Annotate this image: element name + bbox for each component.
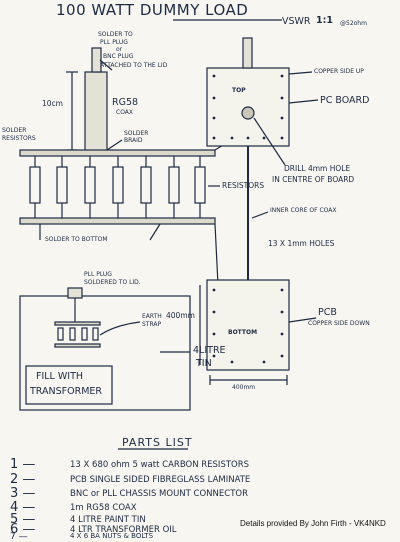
vswr-label: VSWR bbox=[282, 16, 311, 27]
tin-line2: TIN bbox=[196, 358, 212, 369]
solder-resistors-line2: RESISTORS bbox=[2, 135, 36, 142]
earth-strap-line1: EARTH bbox=[142, 313, 162, 320]
earth-strap-line2: STRAP bbox=[142, 321, 162, 328]
inner-core-leader bbox=[251, 211, 269, 219]
part-desc-7: 4 X 6 BA NUTS & BOLTS bbox=[70, 532, 154, 540]
tin-outer bbox=[19, 295, 191, 411]
solder-bottom-label: SOLDER TO BOTTOM bbox=[45, 236, 108, 243]
part-num-2: 2 — bbox=[10, 472, 36, 487]
part-num-1: 1 — bbox=[10, 457, 36, 472]
solder-note-line5: ATTACHED TO THE LID bbox=[100, 62, 168, 69]
part-num-6: 6 — bbox=[10, 522, 36, 537]
resistors-label: RESISTORS bbox=[222, 181, 265, 190]
parts-list-title: PARTS LIST bbox=[122, 436, 193, 449]
coax-sub-label: COAX bbox=[116, 109, 134, 116]
solder-braid-leader bbox=[106, 139, 123, 151]
vswr-ratio: 1:1 bbox=[316, 15, 334, 26]
credit-text: Details provided By John Firth - VK4NKD bbox=[240, 519, 386, 528]
part-desc-4: 1m RG58 COAX bbox=[70, 503, 137, 513]
width-label: 400mm bbox=[232, 384, 256, 391]
drill-line1: DRILL 4mm HOLE bbox=[284, 164, 351, 173]
coax-label: RG58 bbox=[112, 97, 139, 108]
part-desc-2: PCB SINGLE SIDED FIBREGLASS LAMINATE bbox=[70, 475, 251, 485]
bottom-label: BOTTOM bbox=[228, 329, 258, 336]
earth-strap bbox=[99, 321, 141, 336]
drill-leader bbox=[253, 117, 286, 166]
part-desc-1: 13 X 680 ohm 5 watt CARBON RESISTORS bbox=[70, 460, 250, 470]
solder-note-leader bbox=[99, 59, 113, 71]
pcb-leader bbox=[288, 317, 317, 323]
fill-label-box bbox=[25, 365, 113, 405]
tin-resistors bbox=[57, 327, 99, 341]
top-label: TOP bbox=[232, 87, 246, 94]
fill-line2: TRANSFORMER bbox=[30, 386, 102, 397]
part-num-7: 7 — bbox=[10, 532, 28, 542]
solder-note-line1: SOLDER TO bbox=[98, 31, 133, 38]
tin-top-plate bbox=[54, 321, 101, 326]
solder-resistors-line1: SOLDER bbox=[2, 127, 27, 134]
part-num-3: 3 — bbox=[10, 486, 36, 501]
copper-down-label: COPPER SIDE DOWN bbox=[308, 320, 370, 327]
copper-up-leader bbox=[288, 71, 313, 75]
tin-lid-connector bbox=[67, 287, 83, 299]
inner-core-label: INNER CORE OF COAX bbox=[270, 207, 337, 214]
fill-line1: FILL WITH bbox=[36, 371, 84, 382]
bottom-pcb bbox=[206, 279, 290, 371]
tin-bottom-plate bbox=[54, 343, 101, 348]
left-height-label: 10cm bbox=[42, 99, 63, 108]
part-num-4: 4 — bbox=[10, 500, 36, 515]
solder-note-line4: BNC PLUG bbox=[103, 53, 134, 60]
center-hole bbox=[241, 106, 255, 120]
solder-braid-line2: BRAID bbox=[124, 137, 143, 144]
pc-board-leader bbox=[288, 99, 319, 104]
solder-note-line3: or bbox=[116, 46, 123, 53]
solder-bottom-leader-r bbox=[149, 223, 161, 241]
solder-note-line2: PLL PLUG bbox=[100, 39, 128, 46]
part-desc-5: 4 LITRE PAINT TIN bbox=[70, 515, 146, 525]
part-num-5: 5 — bbox=[10, 512, 36, 527]
board-holes bbox=[212, 74, 284, 364]
holes-label: 13 X 1mm HOLES bbox=[268, 239, 335, 248]
vswr-freq: @52ohm bbox=[340, 20, 367, 27]
coax-body bbox=[84, 71, 108, 153]
resistor-stack bbox=[29, 156, 206, 218]
pll-plug-line1: PLL PLUG bbox=[84, 271, 112, 278]
pll-plug-line2: SOLDERED TO LID. bbox=[84, 279, 141, 286]
bottom-plate bbox=[19, 217, 216, 225]
drill-line2: IN CENTRE OF BOARD bbox=[272, 175, 355, 184]
solder-braid-line1: SOLDER bbox=[124, 130, 149, 137]
part-desc-6: 4 LTR TRANSFORMER OIL bbox=[70, 525, 177, 535]
page-title: 100 WATT DUMMY LOAD bbox=[56, 1, 249, 19]
top-plate bbox=[19, 149, 216, 157]
tin-line1: 4LITRE bbox=[193, 345, 226, 356]
coax-vertical bbox=[242, 37, 253, 69]
bottom-height-label: 400mm bbox=[166, 311, 195, 320]
part-desc-3: BNC or PLL CHASSIS MOUNT CONNECTOR bbox=[70, 489, 248, 499]
coax-tip bbox=[91, 47, 102, 73]
pcb-label: PCB bbox=[318, 307, 337, 318]
copper-up-label: COPPER SIDE UP bbox=[314, 68, 364, 75]
pc-board-label: PC BOARD bbox=[320, 95, 370, 106]
